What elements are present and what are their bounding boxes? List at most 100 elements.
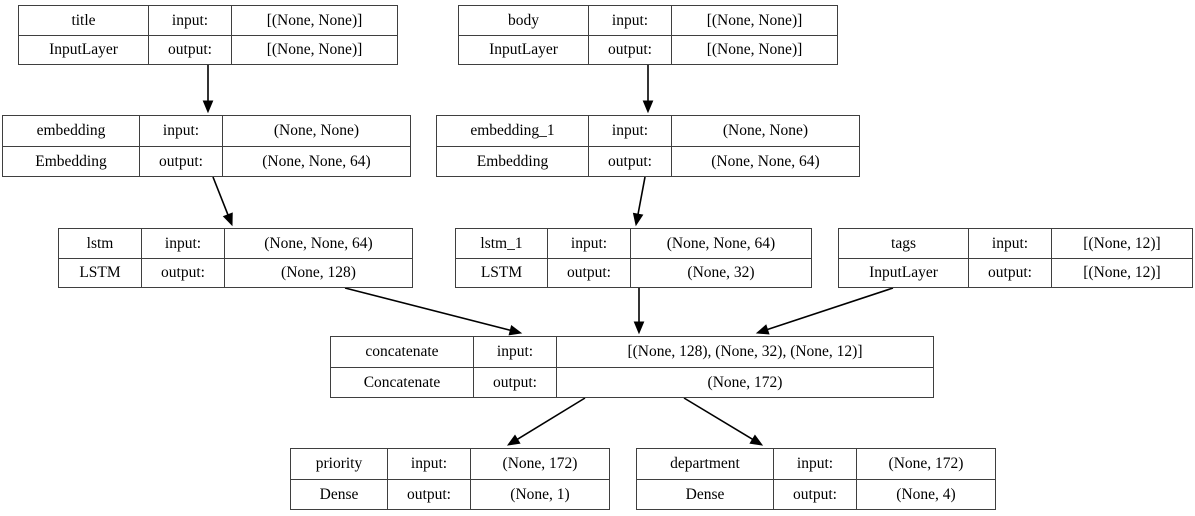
layer-name: tags: [839, 229, 969, 258]
layer-class-name: InputLayer: [839, 258, 969, 287]
input-shape: (None, 172): [888, 455, 964, 472]
input-label: input:: [969, 229, 1052, 258]
output-label: output:: [589, 35, 672, 64]
input-label: input:: [589, 6, 672, 35]
input-label: input:: [140, 116, 223, 146]
input-label: input:: [142, 229, 225, 258]
input-label: input:: [474, 337, 557, 367]
layer-class-name: LSTM: [59, 258, 142, 287]
output-shape: [(None, None)]: [706, 41, 803, 58]
input-label: input:: [149, 6, 232, 35]
layer-name: department: [637, 449, 774, 479]
input-shape: [(None, 128), (None, 32), (None, 12)]: [627, 343, 863, 360]
edge-concatenate-to-department: [683, 397, 753, 441]
arrowhead-icon-lstm_1-to-concatenate: [633, 321, 645, 335]
output-label: output:: [774, 479, 857, 509]
output-label: output:: [142, 258, 225, 287]
output-shape: (None, 1): [510, 485, 570, 503]
edge-concatenate-to-priority: [516, 397, 586, 440]
arrowhead-icon-embedding_1-to-lstm_1: [632, 212, 644, 227]
layer-name: title: [19, 6, 149, 35]
output-shape: (None, None, 64): [711, 152, 820, 170]
edge-embedding_1-to-lstm_1: [637, 176, 646, 215]
input-label: input:: [774, 449, 857, 479]
arrowhead-icon-concatenate-to-priority: [506, 434, 521, 446]
output-shape: [(None, None)]: [266, 41, 363, 58]
output-label: output:: [140, 146, 223, 176]
edge-lstm-to-concatenate: [344, 287, 511, 332]
output-shape: (None, 4): [896, 485, 956, 503]
layer-name: embedding: [3, 116, 140, 146]
layer-class-name: Dense: [291, 479, 388, 509]
output-label: output:: [474, 367, 557, 397]
layer-class-name: LSTM: [456, 258, 548, 287]
input-shape: [(None, None)]: [706, 11, 803, 29]
arrowhead-icon-lstm-to-concatenate: [508, 324, 523, 336]
input-shape: (None, None): [722, 122, 809, 139]
output-label: output:: [548, 258, 631, 287]
input-shape: (None, None): [273, 122, 360, 139]
input-shape: (None, None, 64): [264, 234, 373, 252]
layer-name: concatenate: [331, 337, 474, 367]
output-label: output:: [969, 258, 1052, 287]
input-label: input:: [589, 116, 672, 146]
layer-class-name: Concatenate: [331, 367, 474, 397]
input-shape: [(None, None)]: [266, 11, 363, 29]
edge-embedding-to-lstm: [212, 176, 229, 216]
output-shape: (None, 172): [707, 373, 783, 391]
layer-class-name: Dense: [637, 479, 774, 509]
layer-class-name: Embedding: [3, 146, 140, 176]
input-shape: (None, None, 64): [666, 234, 776, 252]
layer-name: lstm_1: [456, 229, 548, 258]
input-label: input:: [388, 449, 471, 479]
arrowhead-icon-tags-to-concatenate: [755, 324, 770, 335]
output-label: output:: [149, 35, 232, 64]
output-shape: (None, None, 64): [262, 152, 371, 170]
layer-class-name: InputLayer: [19, 35, 149, 64]
output-shape: [(None, 12)]: [1083, 264, 1161, 281]
arrowhead-icon-concatenate-to-department: [749, 434, 764, 446]
layer-name: embedding_1: [437, 116, 589, 146]
input-shape: (None, 172): [502, 455, 578, 472]
output-label: output:: [388, 479, 471, 509]
input-label: input:: [548, 229, 631, 258]
layer-class-name: Embedding: [437, 146, 589, 176]
output-shape: (None, 128): [281, 264, 356, 281]
edge-tags-to-concatenate: [767, 287, 894, 331]
input-shape: [(None, 12)]: [1083, 234, 1161, 252]
arrowhead-icon-body-to-embedding_1: [642, 100, 654, 114]
layer-name: body: [459, 6, 589, 35]
output-label: output:: [589, 146, 672, 176]
layer-name: priority: [291, 449, 388, 479]
